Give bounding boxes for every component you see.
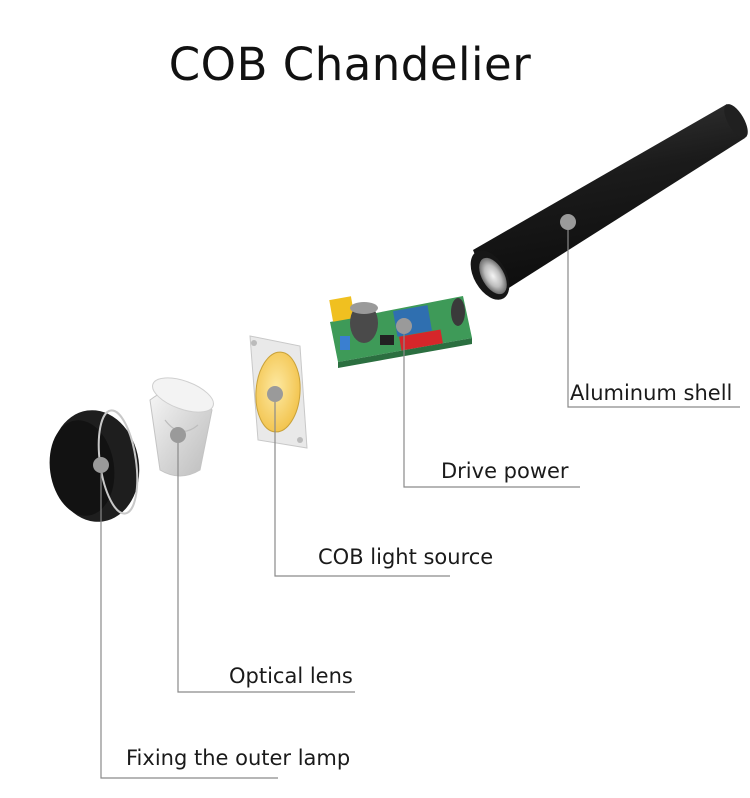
- shell-marker: [560, 214, 576, 230]
- ring-leader: [101, 473, 278, 778]
- label-optical-lens: Optical lens: [229, 666, 353, 687]
- lens-marker: [170, 427, 186, 443]
- label-aluminum-shell: Aluminum shell: [570, 383, 732, 404]
- outer-ring: [44, 404, 147, 527]
- aluminum-shell: [463, 101, 750, 307]
- drive-marker: [396, 318, 412, 334]
- label-outer-ring: Fixing the outer lamp: [126, 748, 350, 769]
- ring-marker: [93, 457, 109, 473]
- cob-light-source: [250, 336, 307, 448]
- cob-marker: [267, 386, 283, 402]
- label-drive-power: Drive power: [441, 461, 569, 482]
- drive-power-board: [329, 296, 472, 368]
- optical-lens: [148, 371, 218, 476]
- label-cob-light-source: COB light source: [318, 547, 493, 568]
